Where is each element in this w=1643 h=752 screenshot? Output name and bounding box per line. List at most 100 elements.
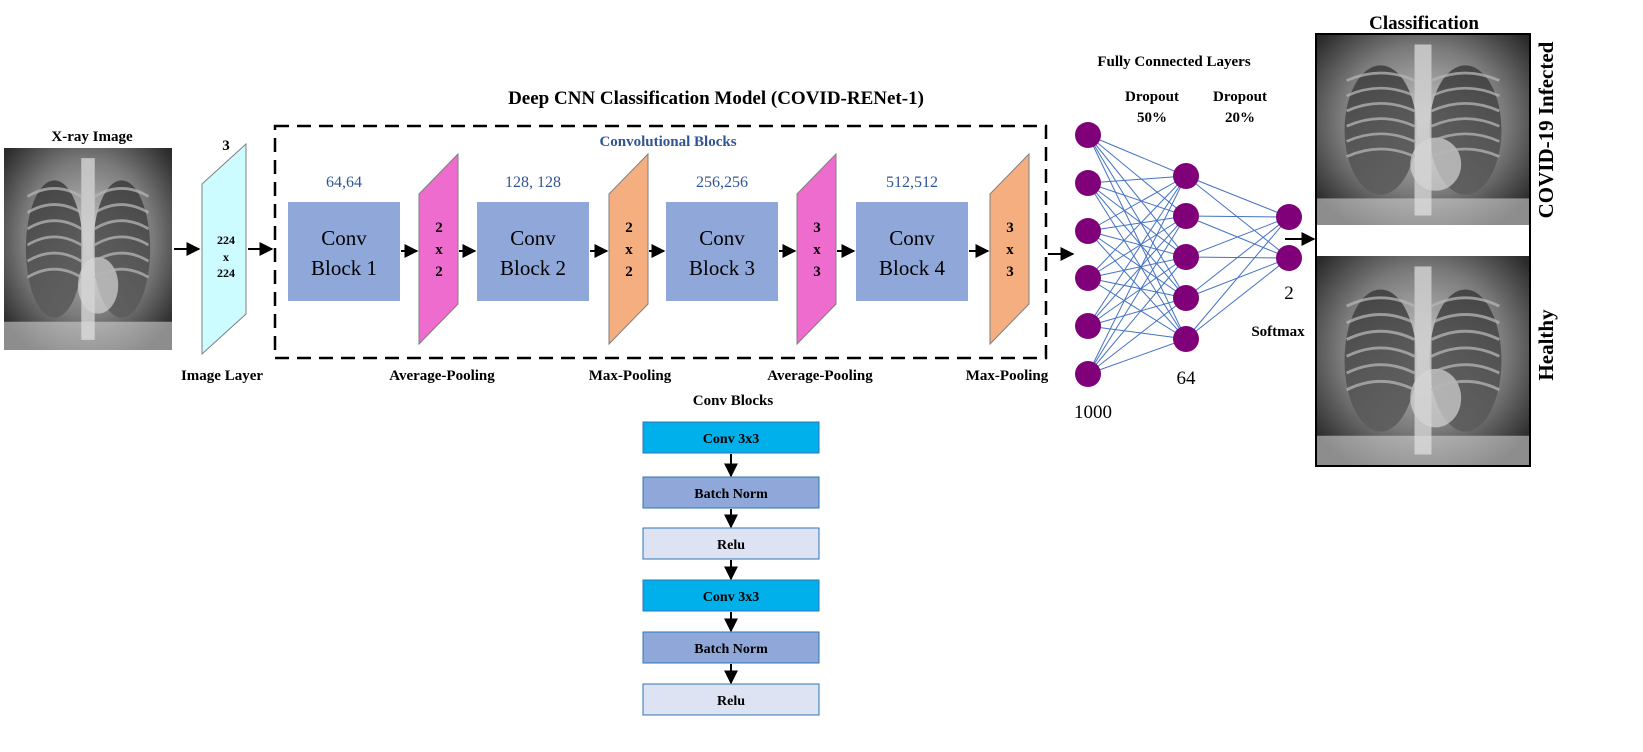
pool-1-size-b: 2: [435, 264, 443, 280]
pool-3-label: Average-Pooling: [767, 368, 873, 384]
pool-4-size-b: 3: [1006, 264, 1014, 280]
diagram-title: Deep CNN Classification Model (COVID-REN…: [508, 88, 924, 109]
fc-neuron-layer2: [1173, 203, 1199, 229]
conv-detail-step-3-label: Relu: [717, 538, 745, 553]
fc-edge: [1087, 277, 1187, 340]
class-healthy-label: Healthy: [1534, 309, 1558, 381]
convolutional-blocks-group: [273, 124, 1048, 360]
fc-edge: [1087, 256, 1187, 279]
fc-neuron-layer3: [1276, 204, 1302, 230]
fc-neuron-layer1: [1075, 313, 1101, 339]
conv-detail-step-1-label: Conv 3x3: [703, 432, 759, 447]
conv-block-3: [666, 202, 778, 301]
fc-edge: [1087, 182, 1187, 340]
pool-4-size-x: x: [1006, 242, 1014, 258]
dropout-2-line2: 20%: [1225, 110, 1255, 126]
conv-block-4-line1: Conv: [889, 226, 935, 250]
fc-neuron-layer2: [1173, 163, 1199, 189]
input-image-label: X-ray Image: [51, 129, 133, 145]
image-layer-label: Image Layer: [181, 368, 263, 384]
conv-block-3-line2: Block 3: [689, 256, 755, 280]
fc-edge: [1087, 230, 1187, 299]
conv-block-4: [856, 202, 968, 301]
pool-1-size-a: 2: [435, 220, 443, 236]
conv-block-2-line1: Conv: [510, 226, 556, 250]
fc-neuron-layer1: [1075, 218, 1101, 244]
fc-edge: [1087, 215, 1187, 232]
fc-edge: [1185, 175, 1290, 218]
fc-neuron-layer1: [1075, 170, 1101, 196]
fc-edge: [1087, 134, 1187, 217]
fc-edge: [1185, 215, 1290, 218]
fc-edge: [1087, 338, 1187, 375]
fc-edge: [1087, 175, 1187, 375]
fc-title: Fully Connected Layers: [1097, 54, 1250, 70]
pool-2-size-a: 2: [625, 220, 633, 236]
conv-block-1: [288, 202, 400, 301]
image-channels: 3: [222, 138, 230, 154]
fc-edge: [1087, 175, 1187, 279]
fc-edge: [1087, 175, 1187, 327]
class-covid-label: COVID-19 Infected: [1534, 41, 1558, 218]
fc-edge: [1087, 175, 1187, 184]
fc-neuron-layer2: [1173, 326, 1199, 352]
conv-block-3-line1: Conv: [699, 226, 745, 250]
conv-block-2-filters: 128, 128: [505, 174, 561, 191]
pool-2-size-x: x: [625, 242, 633, 258]
conv-block-1-line2: Block 1: [311, 256, 377, 280]
fc-neuron-layer3: [1276, 245, 1302, 271]
fc-edge: [1185, 216, 1290, 299]
fc-edge: [1087, 297, 1187, 375]
fc-layer3-size: 2: [1284, 283, 1294, 304]
pool-3-size-a: 3: [813, 220, 821, 236]
image-size-top: 224: [217, 233, 235, 247]
fc-neuron-layer1: [1075, 265, 1101, 291]
fc-edge: [1185, 216, 1290, 340]
fc-edge: [1087, 325, 1187, 340]
pool-layer-4: [989, 152, 1030, 346]
pool-3-size-x: x: [813, 242, 821, 258]
input-xray-image: [4, 148, 172, 350]
fc-neuron-layer1: [1075, 122, 1101, 148]
fc-edge: [1087, 230, 1187, 340]
conv-detail-step-4: [642, 579, 820, 612]
fc-layer2-size: 64: [1177, 368, 1197, 389]
image-layer: [201, 142, 247, 356]
fc-edge: [1087, 182, 1187, 299]
image-size-bottom: 224: [217, 266, 235, 280]
pool-4-label: Max-Pooling: [966, 368, 1049, 384]
fc-edge: [1087, 215, 1187, 279]
dropout-2-line1: Dropout: [1213, 89, 1267, 105]
softmax-label: Softmax: [1251, 324, 1305, 340]
conv-detail-step-3: [642, 527, 820, 560]
conv-block-1-line1: Conv: [321, 226, 367, 250]
pool-4-size-a: 3: [1006, 220, 1014, 236]
fc-edge: [1087, 256, 1187, 327]
convolutional-blocks-label: Convolutional Blocks: [599, 134, 736, 150]
pool-2-label: Max-Pooling: [589, 368, 672, 384]
fc-layer1-size: 1000: [1074, 402, 1112, 423]
fc-edge: [1087, 175, 1187, 232]
fc-edge: [1087, 215, 1187, 375]
conv-block-4-line2: Block 4: [879, 256, 945, 280]
covid-xray-image: [1317, 35, 1529, 225]
pool-layer-1: [418, 152, 459, 346]
fc-neuron-layer2: [1173, 285, 1199, 311]
fc-edge: [1087, 297, 1187, 327]
dropout-1-line1: Dropout: [1125, 89, 1179, 105]
pool-3-size-b: 3: [813, 264, 821, 280]
conv-block-3-filters: 256,256: [696, 174, 748, 191]
fc-edge: [1185, 216, 1290, 258]
classification-title: Classification: [1369, 13, 1479, 34]
conv-detail-step-2: [642, 476, 820, 509]
conv-detail-step-2-label: Batch Norm: [694, 487, 768, 502]
conv-detail-title: Conv Blocks: [693, 393, 774, 409]
conv-block-4-filters: 512,512: [886, 174, 938, 191]
conv-block-2: [477, 202, 589, 301]
conv-detail-step-5-label: Batch Norm: [694, 642, 768, 657]
conv-detail-step-6: [642, 683, 820, 716]
pool-layer-2: [608, 152, 649, 346]
image-size-x: x: [223, 250, 229, 264]
fc-neuron-layer2: [1173, 244, 1199, 270]
